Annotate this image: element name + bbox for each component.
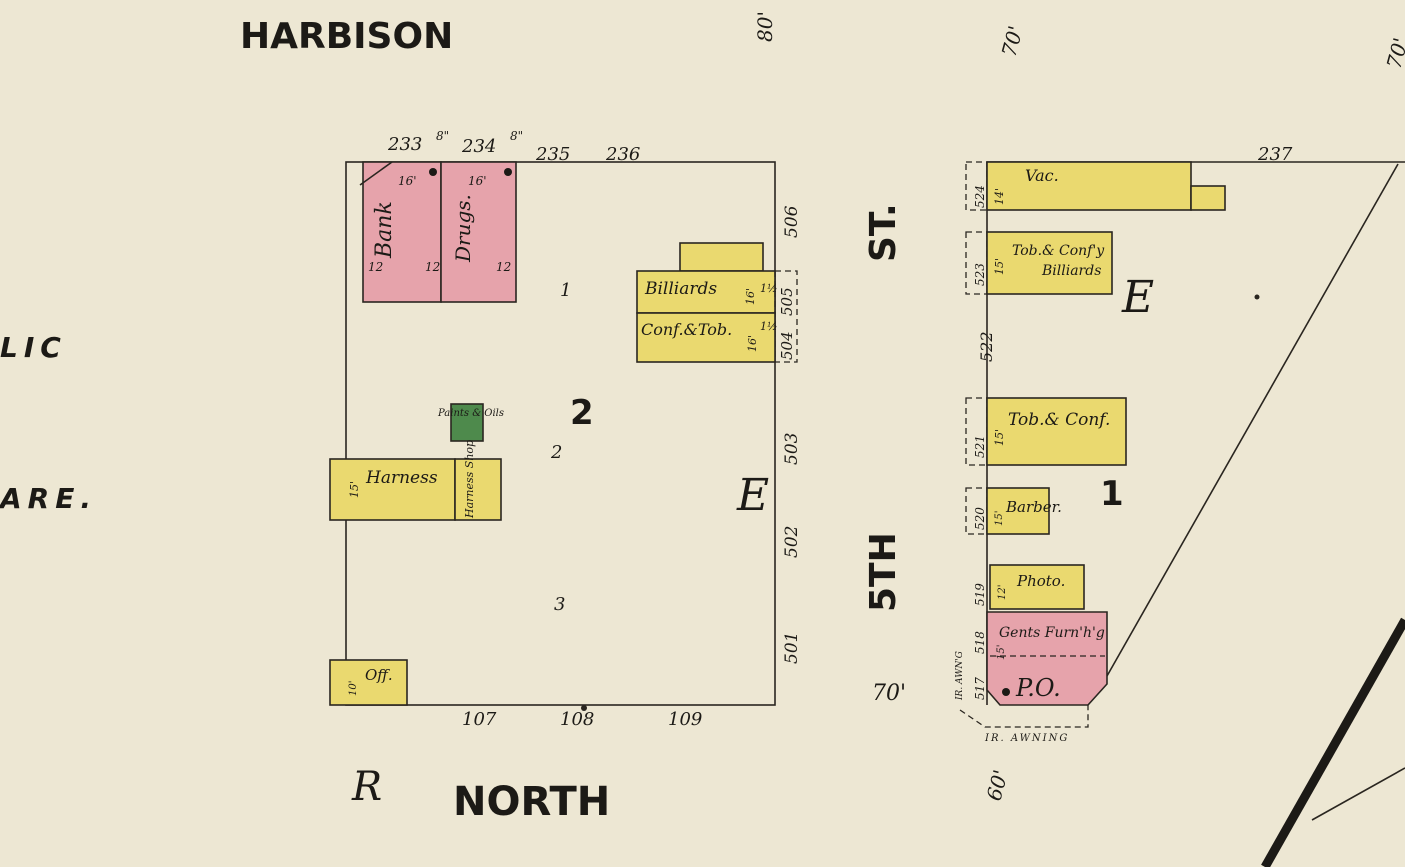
building-harness-shop: Harness Shop <box>454 440 502 521</box>
label-drugs: Drugs. <box>451 194 475 263</box>
lot-233: 233 <box>387 134 422 155</box>
label-tob-confy: Tob.& Conf'y <box>1012 243 1105 259</box>
addr-519: 519 <box>973 583 987 606</box>
label-harness-shop: Harness Shop <box>463 440 476 519</box>
street-north: NORTH <box>453 779 610 825</box>
addr-503: 503 <box>782 433 802 465</box>
block-2-outline <box>345 161 776 706</box>
compass-e-left: E <box>736 470 769 521</box>
height-office: 10' <box>348 681 359 696</box>
building-drugs: Drugs. 16' 12 12 <box>425 161 517 303</box>
rail-spur <box>1311 767 1405 821</box>
street-harbison: HARBISON <box>240 16 453 57</box>
railroad-track <box>1261 617 1405 867</box>
label-iron-awng: IR. AWN'G <box>955 651 965 701</box>
lot-108: 108 <box>560 709 594 730</box>
street-5th: 5TH <box>863 532 904 612</box>
label-tob-conf: Tob.& Conf. <box>1008 410 1110 430</box>
dim-70-right: 70' <box>1382 35 1405 71</box>
dim-70-side: 70' <box>872 681 906 706</box>
story-mark: 12 <box>425 260 440 274</box>
height-tob-confy: 15' <box>993 258 1006 275</box>
height-tob-conf: 15' <box>993 429 1006 446</box>
addr-502: 502 <box>782 526 802 558</box>
street-st: ST. <box>863 203 904 262</box>
block-number-1: 1 <box>1100 474 1124 514</box>
lot-sub-2: 2 <box>550 442 562 463</box>
label-barber: Barber. <box>1005 498 1062 516</box>
height-barber: 15' <box>994 511 1005 526</box>
addr-504: 504 <box>778 331 796 360</box>
height-vacant: 14' <box>993 188 1006 205</box>
lot-235: 235 <box>535 144 570 165</box>
addr-518: 518 <box>973 631 987 654</box>
lot-236: 236 <box>605 144 640 165</box>
lot-234: 234 <box>461 136 496 157</box>
hydrant-dot <box>581 705 587 711</box>
compass-e-right: E <box>1121 272 1154 323</box>
label-iron-awning: IR. AWNING <box>984 733 1069 744</box>
height-billiards: 16' <box>744 288 757 305</box>
label-conf-tob: Conf.&Tob. <box>641 320 732 339</box>
addr-506: 506 <box>782 205 802 238</box>
block-number-2: 2 <box>570 393 594 433</box>
building-bank: Bank 16' 12 <box>359 161 442 303</box>
building-vacant: Vac. 14' 524 <box>965 161 1226 211</box>
addr-521: 521 <box>973 435 987 458</box>
addr-517: 517 <box>973 677 987 700</box>
height-drugs: 16' <box>468 174 487 188</box>
lot-107: 107 <box>462 709 497 730</box>
dim-80: 80' <box>753 11 777 42</box>
addr-501: 501 <box>782 632 802 664</box>
building-office: Off. 10' <box>329 659 408 706</box>
height-photo: 12' <box>997 585 1008 600</box>
addr-505: 505 <box>778 287 796 316</box>
height-conf-tob: 16' <box>746 335 759 352</box>
building-barber: Barber. 15' 520 <box>965 487 1062 535</box>
height-bank: 16' <box>398 174 417 188</box>
addr-524: 524 <box>973 185 987 208</box>
story-mark: 1½ <box>760 282 778 295</box>
label-office: Off. <box>365 666 393 684</box>
block-1-diagonal <box>1106 163 1399 677</box>
height-gents-furnishing: 15' <box>996 645 1007 660</box>
lot-sub-1: 1 <box>560 280 571 301</box>
height-harness: 15' <box>348 481 361 498</box>
label-paints-oils: Paints & Oils <box>437 408 504 419</box>
addr-520: 520 <box>973 507 987 530</box>
lot-sub-3: 3 <box>554 594 565 615</box>
building-photo: Photo. 12' 519 <box>973 564 1085 610</box>
building-tob-confy-billiards: Tob.& Conf'y Billiards 15' 523 <box>965 231 1113 295</box>
building-harness: Harness 15' <box>329 458 456 521</box>
street-north-prefix: R <box>351 764 382 810</box>
story-mark: 12 <box>496 260 511 274</box>
building-tob-conf: Tob.& Conf. 15' 521 <box>965 397 1127 466</box>
street-square-fragment: ARE. <box>0 482 97 515</box>
street-public-fragment: LIC <box>0 331 67 364</box>
story-mark: 12 <box>368 260 383 274</box>
map-dot <box>1254 294 1260 300</box>
label-billiards-right: Billiards <box>1041 263 1101 279</box>
lot-237: 237 <box>1257 144 1293 165</box>
label-billiards: Billiards <box>644 279 717 299</box>
label-harness: Harness <box>365 468 438 488</box>
label-vacant: Vac. <box>1025 166 1059 185</box>
story-mark: 1½ <box>760 320 778 333</box>
label-photo: Photo. <box>1016 572 1065 590</box>
label-gents-furnishing: Gents Furn'h'g <box>999 625 1105 641</box>
wall-mark-2: 8" <box>510 129 523 143</box>
building-conf-tob: Conf.&Tob. 1½ 16' <box>636 312 778 363</box>
label-bank: Bank <box>372 201 397 259</box>
lot-109: 109 <box>668 709 702 730</box>
label-post-office: P.O. <box>1015 674 1061 702</box>
addr-522: 522 <box>977 331 996 362</box>
wall-mark-1: 8" <box>436 129 449 143</box>
addr-523: 523 <box>973 263 987 286</box>
building-paints-oils: Paints & Oils <box>437 403 504 442</box>
building-gents-furnishing-post-office: Gents Furn'h'g 15' P.O. 518 517 IR. AWN'… <box>955 611 1108 744</box>
